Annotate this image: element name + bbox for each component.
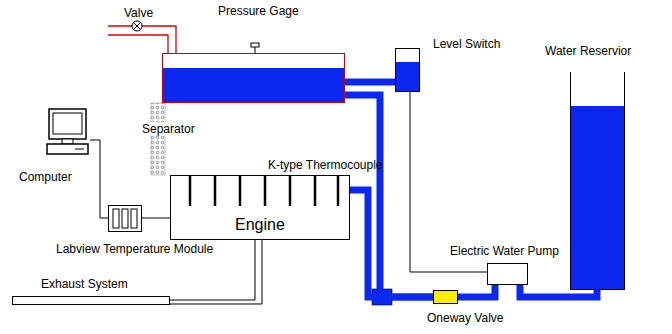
engine-block: Engine: [170, 175, 350, 240]
oneway-valve: Oneway Valve: [433, 290, 458, 304]
valve-symbol: [132, 21, 142, 31]
level-switch: Level Switch: [395, 48, 420, 92]
exhaust-pipe: Exhaust System: [12, 296, 170, 305]
water-pipe: [458, 285, 495, 297]
water-pipe: [345, 95, 433, 297]
exhaust-pipe-line: [262, 240, 263, 304]
thermocouple-label: K-type Thermocouple: [268, 158, 383, 172]
thermocouple-probes: [190, 176, 338, 206]
exhaust-pipe-line: [170, 304, 262, 305]
gage-label: Pressure Gage: [218, 4, 299, 18]
node-label: Engine: [235, 216, 285, 234]
node-label: Oneway Valve: [427, 311, 503, 325]
node-label: Electric Water Pump: [450, 244, 559, 258]
node-label: Water Reservior: [545, 44, 631, 58]
module-channels: [108, 205, 142, 232]
temperature-module: Labview Temperature Module: [108, 205, 142, 232]
valve-label: Valve: [124, 6, 153, 20]
signal-wire: [142, 218, 170, 219]
node-label: Computer: [19, 170, 72, 184]
node-label: Exhaust System: [41, 277, 128, 291]
computer-icon: Computer: [45, 108, 90, 155]
separator-shell: [151, 103, 165, 175]
computer-symbol: [45, 108, 90, 155]
node-label: Level Switch: [433, 37, 500, 51]
water-pump: Electric Water Pump: [487, 263, 528, 285]
water-reservoir: Water Reservior: [570, 72, 625, 290]
node-label: Labview Temperature Module: [56, 242, 213, 256]
separator-tank: Separator: [162, 53, 345, 103]
signal-wire: [90, 140, 108, 218]
water-pipe: [350, 190, 433, 297]
pressure-gage-symbol: [251, 43, 259, 53]
node-label: Separator: [141, 122, 196, 136]
gas-line: [108, 26, 176, 53]
water-pipe: [345, 79, 395, 86]
